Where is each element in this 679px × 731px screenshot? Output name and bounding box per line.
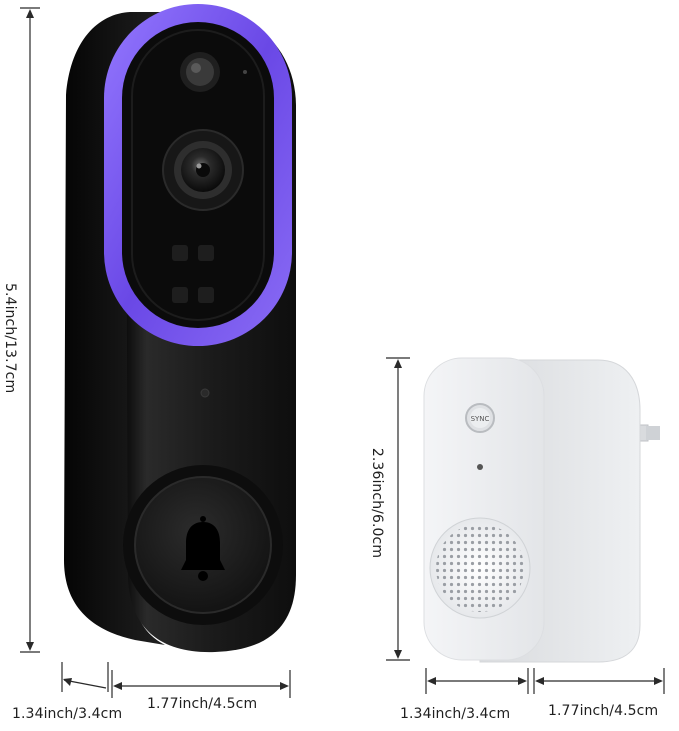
camera-lens xyxy=(162,129,244,211)
doorbell-depth-label: 1.34inch/3.4cm xyxy=(12,706,123,722)
infrared-leds xyxy=(172,245,214,303)
video-doorbell xyxy=(64,4,296,653)
chime-height-label: 2.36inch/6.0cm xyxy=(369,447,385,559)
motion-sensor xyxy=(180,52,220,92)
bell-icon xyxy=(181,516,225,581)
chime-receiver: SYNC xyxy=(423,357,660,663)
doorbell-width-label: 1.77inch/4.5cm xyxy=(147,696,258,712)
doorbell-button xyxy=(123,465,283,625)
chime-width-label: 1.77inch/4.5cm xyxy=(548,703,659,719)
doorbell-height-label: 5.4inch/13.7cm xyxy=(2,283,18,394)
chime-depth-label: 1.34inch/3.4cm xyxy=(400,706,511,722)
dimension-lines xyxy=(20,7,665,698)
speaker-grille xyxy=(429,517,531,619)
sync-button: SYNC xyxy=(465,403,495,433)
sync-button-text: SYNC xyxy=(471,415,490,423)
